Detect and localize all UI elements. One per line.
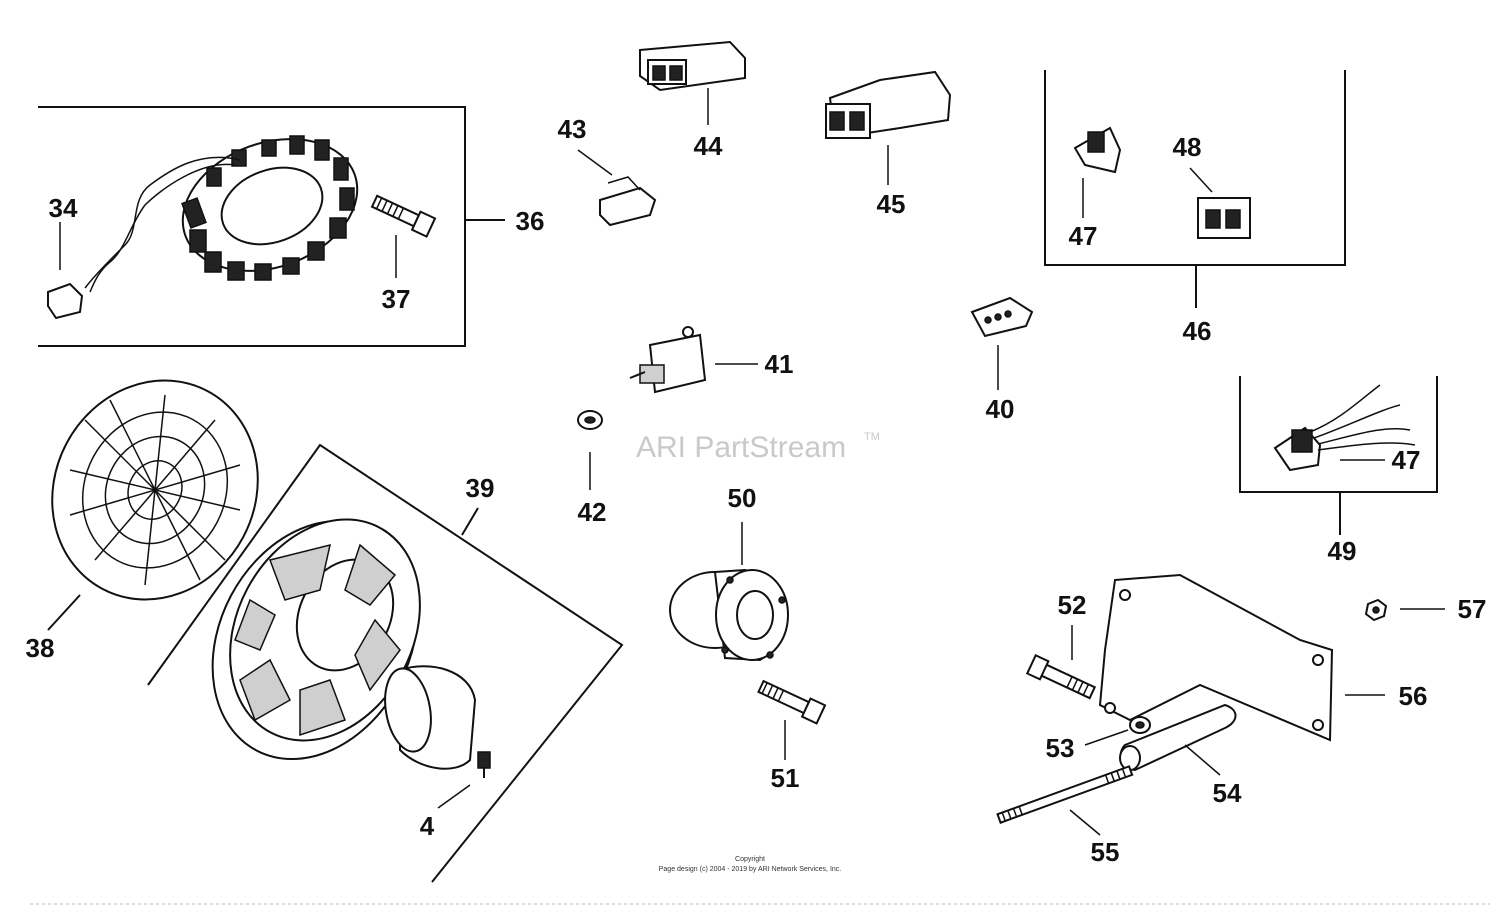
bolt-51	[757, 679, 827, 760]
callout-41[interactable]: 41	[765, 349, 794, 379]
callout-44[interactable]: 44	[694, 131, 723, 161]
bracket-assembly	[996, 573, 1445, 836]
callout-49[interactable]: 49	[1328, 536, 1357, 566]
harness-group	[1044, 70, 1346, 308]
copyright-page-design: Page design (c) 2004 - 2019 by ARI Netwo…	[659, 866, 842, 873]
callout-47-harness[interactable]: 47	[1069, 221, 1098, 251]
callout-4[interactable]: 4	[420, 811, 435, 841]
connector-40	[970, 296, 1034, 390]
connector-44	[639, 40, 746, 125]
callout-38[interactable]: 38	[26, 633, 55, 663]
washer-42	[577, 410, 603, 490]
callout-54[interactable]: 54	[1213, 778, 1242, 808]
callout-34[interactable]: 34	[49, 193, 78, 223]
callout-51[interactable]: 51	[771, 763, 800, 793]
callout-40[interactable]: 40	[986, 394, 1015, 424]
stator-group	[38, 106, 505, 347]
callout-53[interactable]: 53	[1046, 733, 1075, 763]
clip-43	[577, 149, 657, 227]
callout-42[interactable]: 42	[578, 497, 607, 527]
callout-45[interactable]: 45	[877, 189, 906, 219]
flywheel-screen	[47, 379, 259, 631]
watermark-tm: TM	[864, 431, 880, 443]
copyright-line: Copyright	[735, 856, 765, 863]
callout-39[interactable]: 39	[466, 473, 495, 503]
watermark-text: ARI PartStream	[636, 431, 846, 464]
callout-48[interactable]: 48	[1173, 132, 1202, 162]
callout-50[interactable]: 50	[728, 483, 757, 513]
adapter-50	[669, 522, 789, 662]
callout-36[interactable]: 36	[516, 206, 545, 236]
callout-43[interactable]: 43	[558, 114, 587, 144]
toggle-switch-41	[629, 326, 758, 394]
callout-52[interactable]: 52	[1058, 590, 1087, 620]
callout-56[interactable]: 56	[1399, 681, 1428, 711]
callout-57[interactable]: 57	[1458, 594, 1487, 624]
callout-46[interactable]: 46	[1183, 316, 1212, 346]
harness-group-49	[1239, 376, 1438, 535]
flywheel-group	[147, 443, 624, 883]
callout-37[interactable]: 37	[382, 284, 411, 314]
connector-45	[825, 70, 952, 185]
callout-47-group49[interactable]: 47	[1392, 445, 1421, 475]
callout-55[interactable]: 55	[1091, 837, 1120, 867]
